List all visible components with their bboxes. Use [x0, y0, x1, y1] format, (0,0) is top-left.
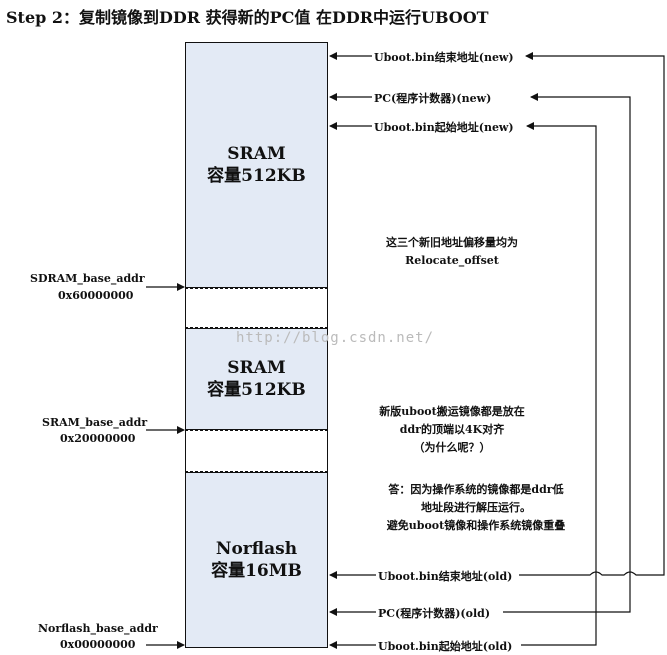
block-name: SRAM [227, 358, 286, 378]
page-title: Step 2：复制镜像到DDR 获得新的PC值 在DDR中运行UBOOT [6, 8, 489, 27]
block-size: 容量16MB [211, 561, 302, 581]
watermark: http://blog.csdn.net/ [236, 330, 435, 346]
end-addr-old-label: Uboot.bin结束地址(old) [378, 570, 513, 583]
norflash-base-label: Norflash_base_addr [38, 622, 158, 635]
sdram-base-label: SDRAM_base_addr [30, 272, 145, 285]
block-size: 容量512KB [207, 380, 306, 400]
unmapped-gap-top [185, 288, 328, 328]
sdram-base-addr: 0x60000000 [58, 289, 134, 302]
sram-mid-block: SRAM 容量512KB [185, 328, 328, 430]
block-name: Norflash [215, 539, 298, 559]
note-line: （为什么呢？） [413, 441, 491, 454]
note-line: 新版uboot搬运镜像都是放在 [379, 405, 525, 418]
unmapped-gap-mid [185, 430, 328, 472]
note-line: ddr的顶端以4K对齐 [399, 423, 505, 436]
block-size: 容量512KB [207, 166, 306, 186]
note-line: 避免uboot镜像和操作系统镜像重叠 [386, 519, 566, 532]
answer-note: 答：因为操作系统的镜像都是ddr低 地址段进行解压运行。 避免uboot镜像和操… [356, 481, 596, 535]
offset-note: 这三个新旧地址偏移量均为 Relocate_offset [362, 234, 542, 270]
start-addr-new-label: Uboot.bin起始地址(new) [374, 121, 514, 134]
sram-base-addr: 0x20000000 [60, 432, 136, 445]
norflash-base-addr: 0x00000000 [60, 638, 136, 651]
sram-top-block: SRAM 容量512KB [185, 42, 328, 288]
align-note: 新版uboot搬运镜像都是放在 ddr的顶端以4K对齐 （为什么呢？） [362, 403, 542, 457]
start-addr-old-label: Uboot.bin起始地址(old) [378, 640, 513, 653]
pc-new-label: PC(程序计数器)(new) [374, 92, 492, 105]
sram-base-label: SRAM_base_addr [42, 416, 148, 429]
end-addr-new-label: Uboot.bin结束地址(new) [374, 51, 514, 64]
note-line: Relocate_offset [405, 254, 499, 267]
note-line: 答：因为操作系统的镜像都是ddr低 [388, 483, 564, 496]
note-line: 这三个新旧地址偏移量均为 [386, 236, 518, 249]
note-line: 地址段进行解压运行。 [421, 501, 531, 514]
block-name: SRAM [227, 144, 286, 164]
pc-old-label: PC(程序计数器)(old) [378, 607, 491, 620]
norflash-block: Norflash 容量16MB [185, 472, 328, 648]
